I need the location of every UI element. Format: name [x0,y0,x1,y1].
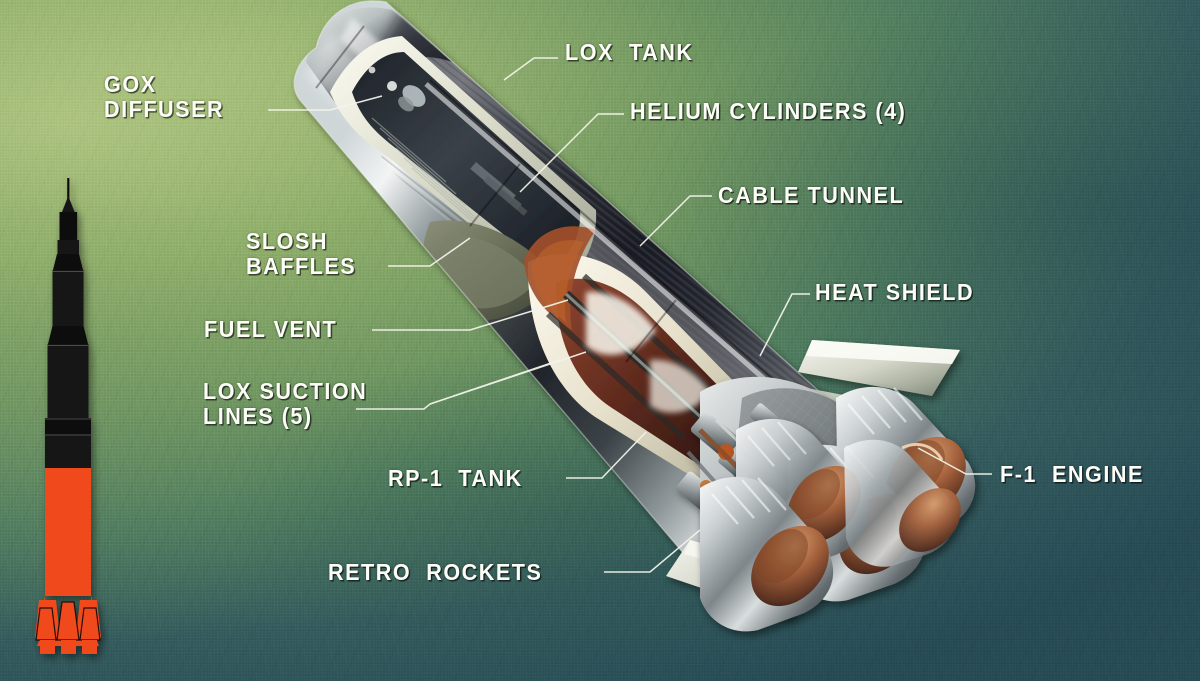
callout-rp-1-tank: RP-1 TANK [388,465,523,491]
leader-lox-tank [503,57,558,81]
callout-helium-cylinders: HELIUM CYLINDERS (4) [630,98,907,124]
callout-heat-shield: HEAT SHIELD [815,279,975,305]
saturn-v-scale-silhouette [35,178,101,654]
silhouette-first-stage-highlight [45,468,91,596]
f-1-engine-cluster [700,386,976,632]
callout-f-1-engine: F-1 ENGINE [1000,461,1144,487]
callout-retro-rockets: RETRO ROCKETS [328,559,543,585]
callout-lox-tank: LOX TANK [565,39,694,65]
helium-cylinders-group [398,85,528,216]
leader-cable-tunnel [639,195,712,247]
callout-fuel-vent: FUEL VENT [204,316,338,342]
f-1-engine [700,476,834,632]
f-1-engine [844,439,961,567]
callout-cable-tunnel: CABLE TUNNEL [718,182,905,208]
